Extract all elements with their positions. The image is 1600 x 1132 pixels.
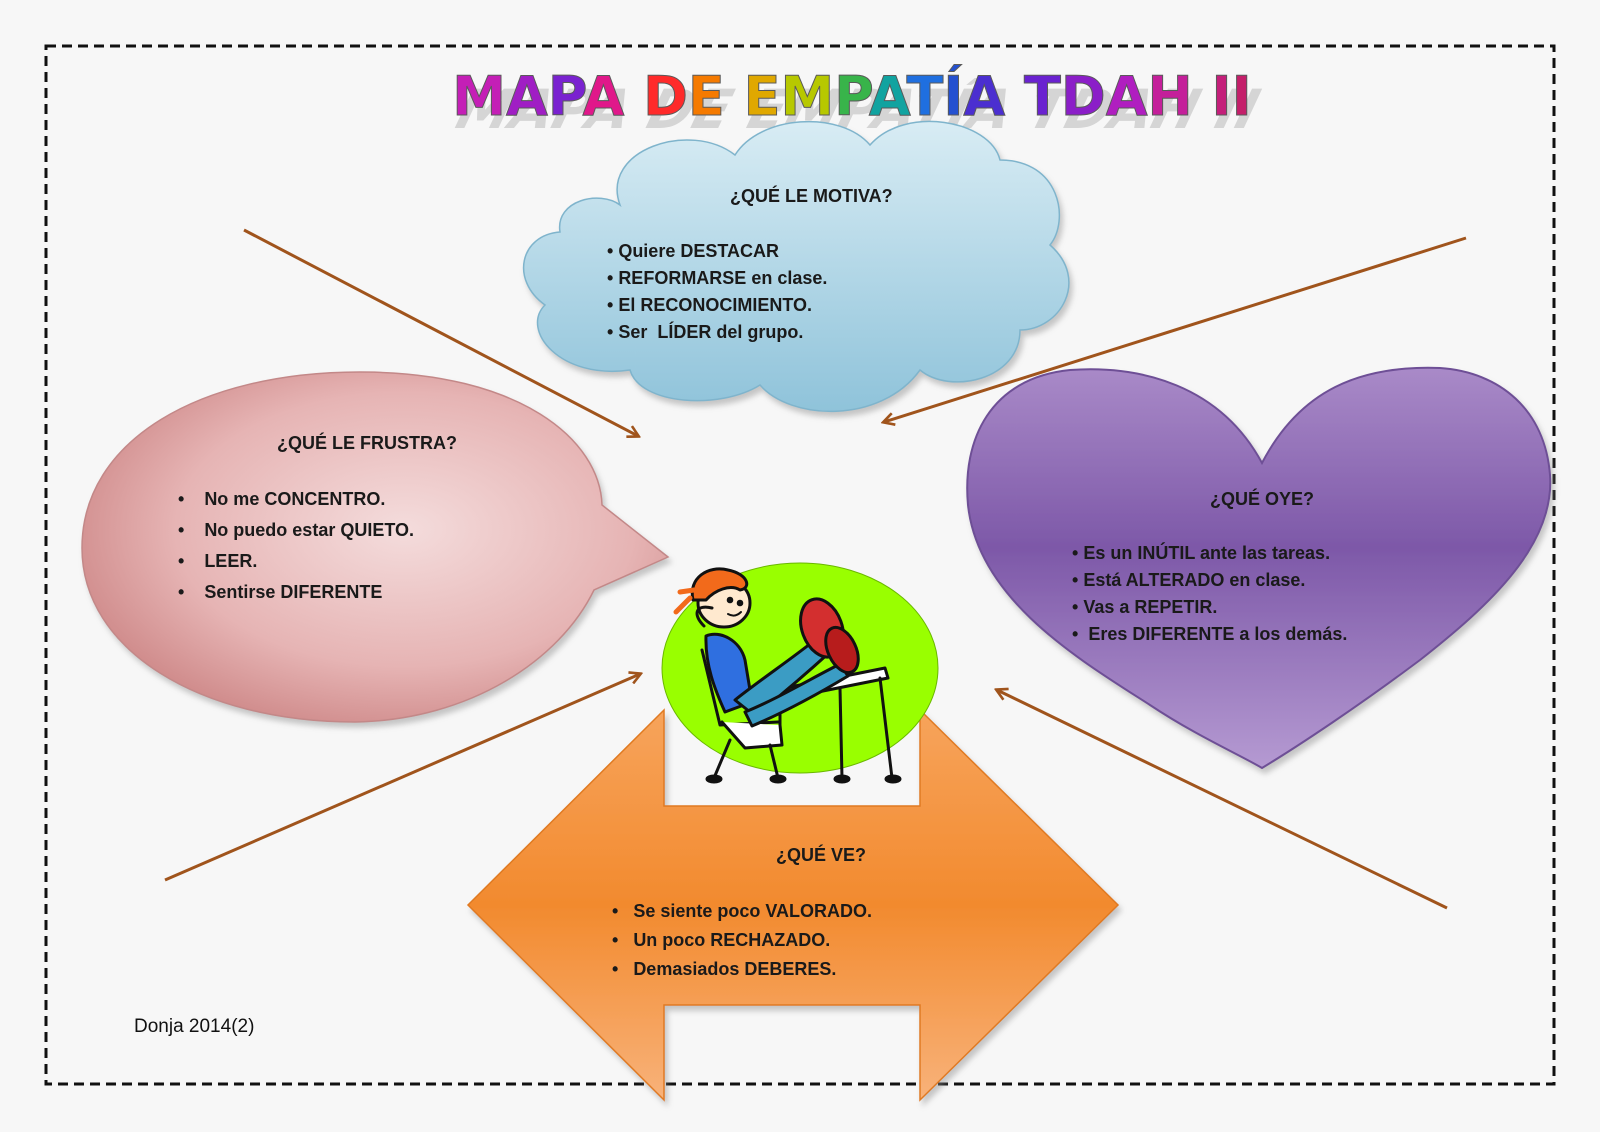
title-letter: A (1106, 65, 1148, 128)
arrow-top-right (884, 236, 1467, 422)
heart-shape (966, 366, 1552, 770)
motiva-list: • Quiere DESTACAR • REFORMARSE en clase.… (607, 238, 827, 346)
oye-item-text: Eres DIFERENTE a los demás. (1083, 624, 1348, 644)
title-letter: M (781, 65, 835, 128)
oye-item-text: Está ALTERADO en clase. (1083, 570, 1306, 590)
title-letter: I (1212, 65, 1232, 128)
list-item: • Quiere DESTACAR (607, 241, 780, 261)
ve-list: • Se siente poco VALORADO. • Un poco REC… (612, 897, 872, 984)
title-letter: D (643, 65, 688, 128)
motiva-item-text: Ser LÍDER del grupo. (618, 322, 804, 342)
list-item: • REFORMARSE en clase. (607, 268, 828, 288)
cloud-shape (522, 120, 1070, 413)
title-letter: T (906, 65, 943, 128)
title-letter (725, 65, 744, 128)
dashed-page-border (44, 44, 1556, 1086)
title-shadow: MAPA DE EMPATÍA TDAH II (444, 77, 1273, 142)
frustra-item-text: No puedo estar QUIETO. (204, 520, 415, 540)
list-item: • No me CONCENTRO. (178, 489, 386, 509)
list-item: • Sentirse DIFERENTE (178, 582, 383, 602)
list-item: • El RECONOCIMIENTO. (607, 295, 812, 315)
list-item: • No puedo estar QUIETO. (178, 520, 415, 540)
ve-heading: ¿QUÉ VE? (776, 845, 867, 865)
title-letter: A (963, 65, 1005, 128)
ve-item-text: Demasiados DEBERES. (633, 959, 837, 979)
list-item: • Eres DIFERENTE a los demás. (1072, 624, 1348, 644)
double-arrow-shape (466, 708, 1120, 1102)
title-letter: A (582, 65, 624, 128)
oye-heading: ¿QUÉ OYE? (1210, 489, 1315, 509)
oye-item-text: Vas a REPETIR. (1083, 597, 1218, 617)
student-at-desk-icon (673, 567, 902, 784)
oye-item-text: Es un INÚTIL ante las tareas. (1083, 543, 1331, 563)
title-letter: I (1232, 65, 1252, 128)
title-letter (1193, 65, 1212, 128)
title-letter: A (869, 65, 911, 128)
title-letter (624, 65, 643, 128)
motiva-item-text: El RECONOCIMIENTO. (618, 295, 812, 315)
page-title: MAPA DE EMPATÍA TDAH II (452, 65, 1251, 128)
title-letter: Í (943, 65, 963, 128)
arrow-bottom-left (164, 674, 640, 882)
frustra-item-text: Sentirse DIFERENTE (204, 582, 383, 602)
frustra-item-text: No me CONCENTRO. (204, 489, 386, 509)
svg-text:MAPA DE EMPATÍA TDAH II: MAPA DE EMPATÍA TDAH II (444, 77, 1273, 142)
title-letter: A (506, 65, 548, 128)
motiva-item-text: Quiere DESTACAR (618, 241, 780, 261)
list-item: • Está ALTERADO en clase. (1072, 570, 1306, 590)
ve-item-text: Se siente poco VALORADO. (633, 901, 873, 921)
arrow-bottom-right (997, 690, 1448, 910)
title-letter: D (1061, 65, 1106, 128)
title-letter: M (452, 65, 506, 128)
list-item: • Ser LÍDER del grupo. (607, 322, 804, 342)
title-letter: E (744, 65, 781, 128)
list-item: • Es un INÚTIL ante las tareas. (1072, 543, 1331, 563)
frustra-item-text: LEER. (204, 551, 258, 571)
motiva-heading: ¿QUÉ LE MOTIVA? (730, 186, 893, 206)
title-letter: T (1024, 65, 1061, 128)
list-item: • Se siente poco VALORADO. (612, 901, 873, 921)
motiva-item-text: REFORMARSE en clase. (618, 268, 828, 288)
list-item: • Vas a REPETIR. (1072, 597, 1218, 617)
list-item: • Un poco RECHAZADO. (612, 930, 831, 950)
speech-bubble-shape (81, 371, 670, 723)
frustra-heading: ¿QUÉ LE FRUSTRA? (277, 433, 457, 453)
arrow-top-left (243, 228, 638, 436)
credit-text: Donja 2014(2) (134, 1016, 255, 1037)
title-letter: P (834, 65, 872, 128)
oye-list: • Es un INÚTIL ante las tareas. • Está A… (1072, 540, 1347, 648)
frustra-list: • No me CONCENTRO. • No puedo estar QUIE… (178, 484, 414, 608)
title-letter (1005, 65, 1024, 128)
title-letter: H (1148, 65, 1193, 128)
list-item: • LEER. (178, 551, 258, 571)
title-letter: P (548, 65, 586, 128)
ve-item-text: Un poco RECHAZADO. (633, 930, 831, 950)
title-letter: E (688, 65, 725, 128)
list-item: • Demasiados DEBERES. (612, 959, 837, 979)
